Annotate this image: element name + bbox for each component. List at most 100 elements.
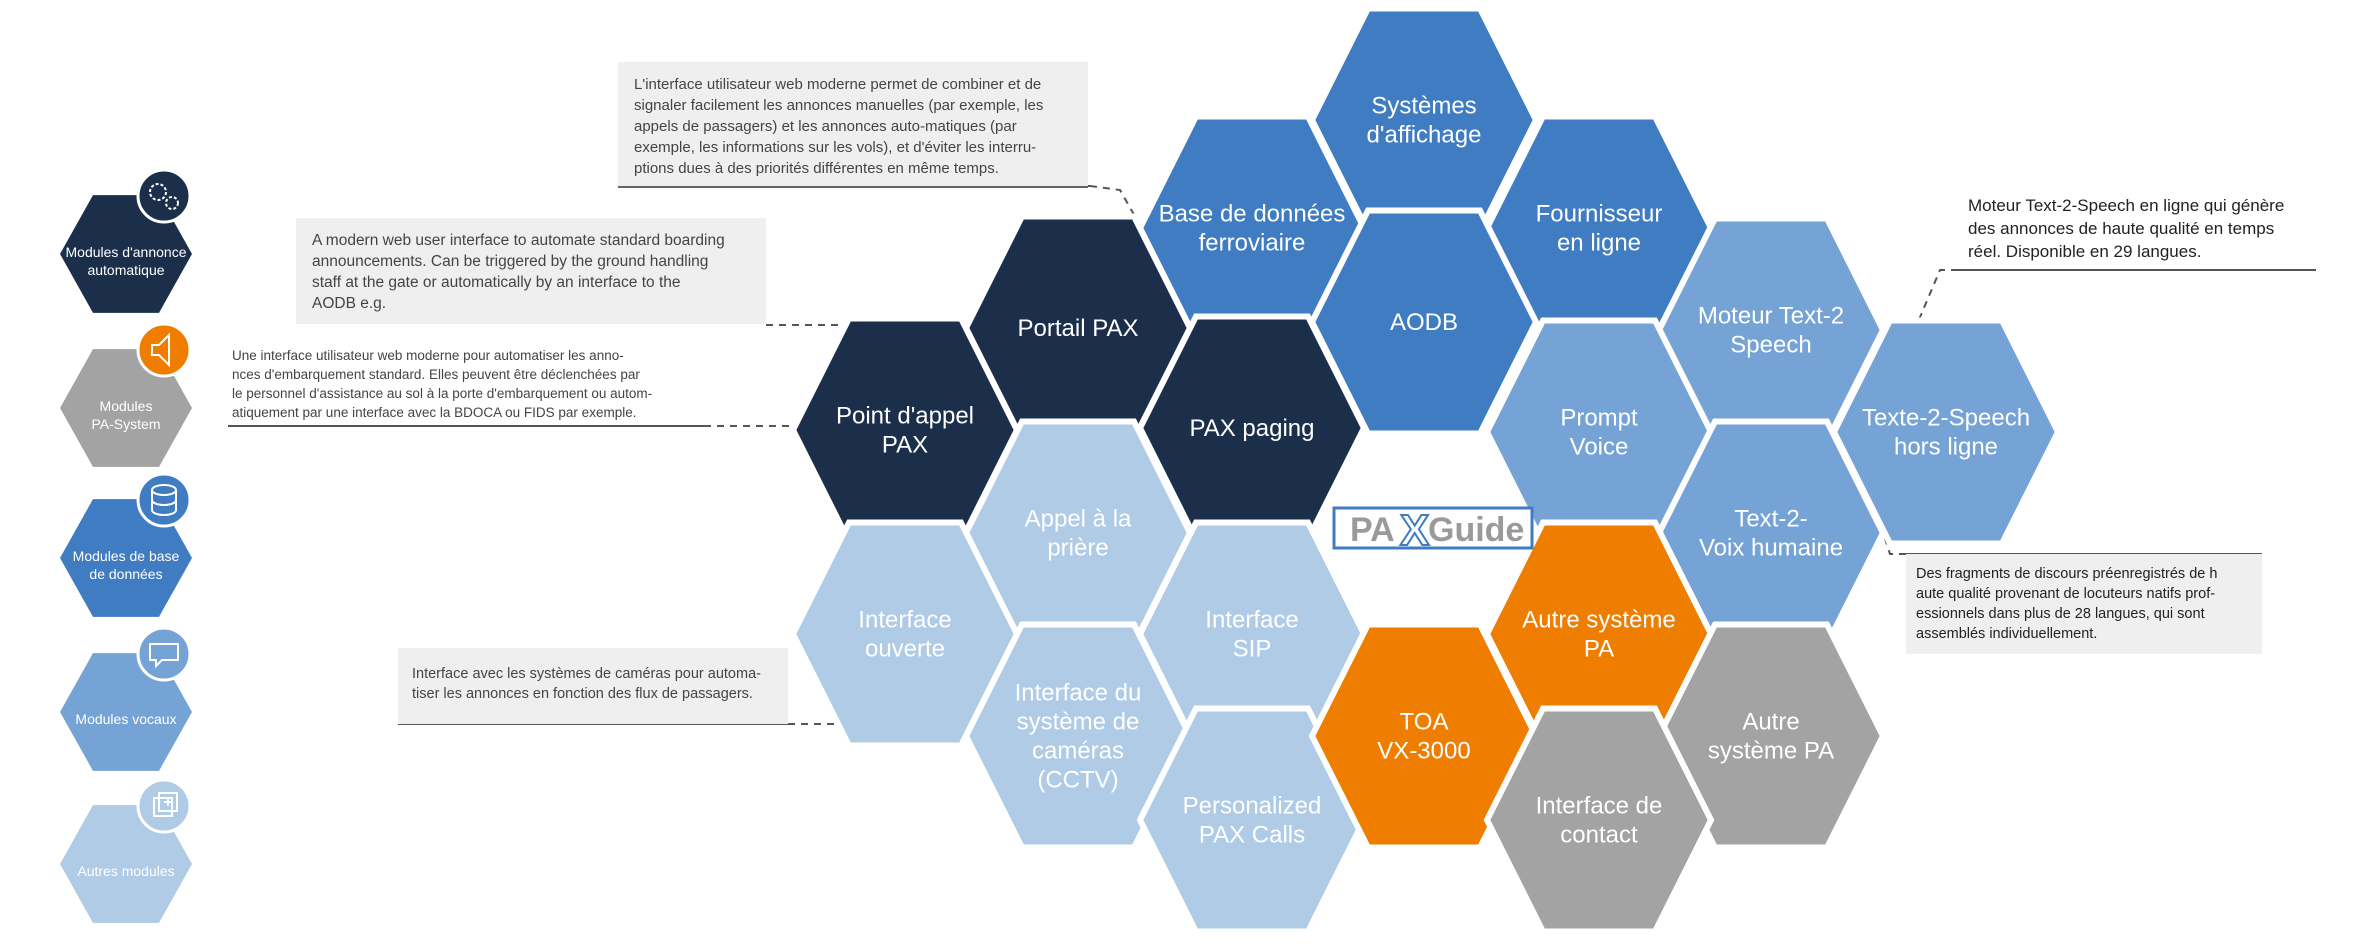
note-line: A modern web user interface to automate … <box>312 232 725 249</box>
note-line: aute qualité provenant de locuteurs nati… <box>1916 586 2216 602</box>
logo-text-x: X <box>1400 506 1429 555</box>
note-line: essionnels dans plus de 28 langues, qui … <box>1916 606 2205 622</box>
category-label: PA-System <box>92 416 161 432</box>
note-line: staff at the gate or automatically by an… <box>312 274 681 291</box>
hexagon-label: Moteur Text-2 <box>1698 303 1844 330</box>
speaker-icon <box>136 322 192 378</box>
logo-text-right: Guide <box>1428 511 1524 549</box>
hexagon-label: PAX paging <box>1190 415 1315 442</box>
hexagon-label: Systèmes <box>1371 93 1476 120</box>
hexagon-label: Speech <box>1730 332 1811 359</box>
category-label: Modules d'annonce <box>66 244 187 260</box>
hexagon-label: d'affichage <box>1367 122 1482 149</box>
hexagon-label: en ligne <box>1557 230 1641 257</box>
note-cctv: Interface avec les systèmes de caméras p… <box>398 648 788 724</box>
note-line: Moteur Text-2-Speech en ligne qui génère <box>1968 196 2285 215</box>
hexagon-label: caméras <box>1032 738 1124 765</box>
hexagon-label: Interface du <box>1015 680 1142 707</box>
hexagon-label: hors ligne <box>1894 434 1998 461</box>
note-line: réel. Disponible en 29 langues. <box>1968 242 2202 261</box>
category-label: automatique <box>87 262 164 278</box>
hexagon-aodb: AODB <box>1308 207 1540 437</box>
hexagon-label: contact <box>1560 822 1638 849</box>
hexagon-label: Fournisseur <box>1536 201 1663 228</box>
hexagon-label: Voice <box>1570 434 1629 461</box>
hexagon-label: système de <box>1017 709 1140 736</box>
hexagon-label: Interface <box>858 607 951 634</box>
hexagon-label: PAX <box>882 432 928 459</box>
category-label: Autres modules <box>77 863 174 879</box>
hexagon-label: système PA <box>1708 738 1834 765</box>
hexagon-label: Point d'appel <box>836 403 974 430</box>
note-human-voice: Des fragments de discours préenregistrés… <box>1906 554 2262 654</box>
category-label: Modules vocaux <box>75 711 176 727</box>
note-line: AODB e.g. <box>312 295 387 312</box>
note-line: Une interface utilisateur web moderne po… <box>232 348 624 363</box>
hexagon-label: Interface <box>1205 607 1298 634</box>
category-3: Modules de base de données <box>60 472 192 617</box>
note-line: appels de passagers) et les annonces aut… <box>634 118 1017 135</box>
hexagon-label: Appel à la <box>1025 506 1132 533</box>
hexagon-pax-paging: PAX paging <box>1136 313 1368 543</box>
note-tts-online: Moteur Text-2-Speech en ligne qui génère… <box>1960 190 2316 270</box>
hexagon-label: AODB <box>1390 309 1458 336</box>
note-line: atiquement par une interface avec la BDO… <box>232 405 637 420</box>
hexagon-label: Autre <box>1742 709 1799 736</box>
category-4: Modules vocaux <box>60 626 192 771</box>
hexagon-label: ouverte <box>865 636 945 663</box>
note-line: exemple, les informations sur les vols),… <box>634 139 1037 156</box>
note-line: Des fragments de discours préenregistrés… <box>1916 566 2218 582</box>
hexagon-label: Texte-2-Speech <box>1862 405 2030 432</box>
logo-text-left: PA <box>1350 511 1395 549</box>
hexagon-label: TOA <box>1400 709 1449 736</box>
database-icon <box>136 472 192 528</box>
gears-icon <box>136 168 192 224</box>
note-line: ptions dues à des priorités différentes … <box>634 160 999 177</box>
add-module-icon <box>136 778 192 834</box>
hexagon-label: (CCTV) <box>1037 767 1118 794</box>
hexagon-label: ferroviaire <box>1199 230 1306 257</box>
note-line: le personnel d'assistance au sol à la po… <box>232 386 653 401</box>
speech-bubble-icon <box>136 626 192 682</box>
note-boarding-en: A modern web user interface to automate … <box>296 218 766 324</box>
hexagon-label: SIP <box>1233 636 1272 663</box>
hexagon-label: Interface de <box>1536 793 1663 820</box>
hexagon-label: Autre système <box>1522 607 1675 634</box>
note-line: nces d'embarquement standard. Elles peuv… <box>232 367 640 382</box>
note-line: L'interface utilisateur web moderne perm… <box>634 76 1042 93</box>
note-line: tiser les annonces en fonction des flux … <box>412 686 753 702</box>
category-legend: Modules d'annonce automatiqueModulesPA-Sy… <box>60 168 192 923</box>
note-line: assemblés individuellement. <box>1916 626 2098 642</box>
hexagon-label: prière <box>1047 535 1108 562</box>
hexagon-label: PAX Calls <box>1199 822 1305 849</box>
note-line: signaler facilement les annonces manuell… <box>634 97 1044 114</box>
hexagon-label: Voix humaine <box>1699 535 1843 562</box>
category-label: Modules <box>100 398 153 414</box>
category-label: Modules de base <box>73 548 180 564</box>
note-line: des annonces de haute qualité en temps <box>1968 219 2275 238</box>
hexagon-label: Prompt <box>1560 405 1638 432</box>
category-label: de données <box>89 566 162 582</box>
hexagon-label: PA <box>1584 636 1614 663</box>
hexagon-label: Base de données <box>1159 201 1346 228</box>
note-line: announcements. Can be triggered by the g… <box>312 253 709 270</box>
category-5: Autres modules <box>60 778 192 923</box>
hexagon-label: Text-2- <box>1734 506 1807 533</box>
note-web-ui-fr: L'interface utilisateur web moderne perm… <box>618 62 1088 188</box>
hexagon-label: Personalized <box>1183 793 1322 820</box>
note-boarding-fr: Une interface utilisateur web moderne po… <box>224 342 704 426</box>
hexagon-label: Portail PAX <box>1018 315 1139 342</box>
